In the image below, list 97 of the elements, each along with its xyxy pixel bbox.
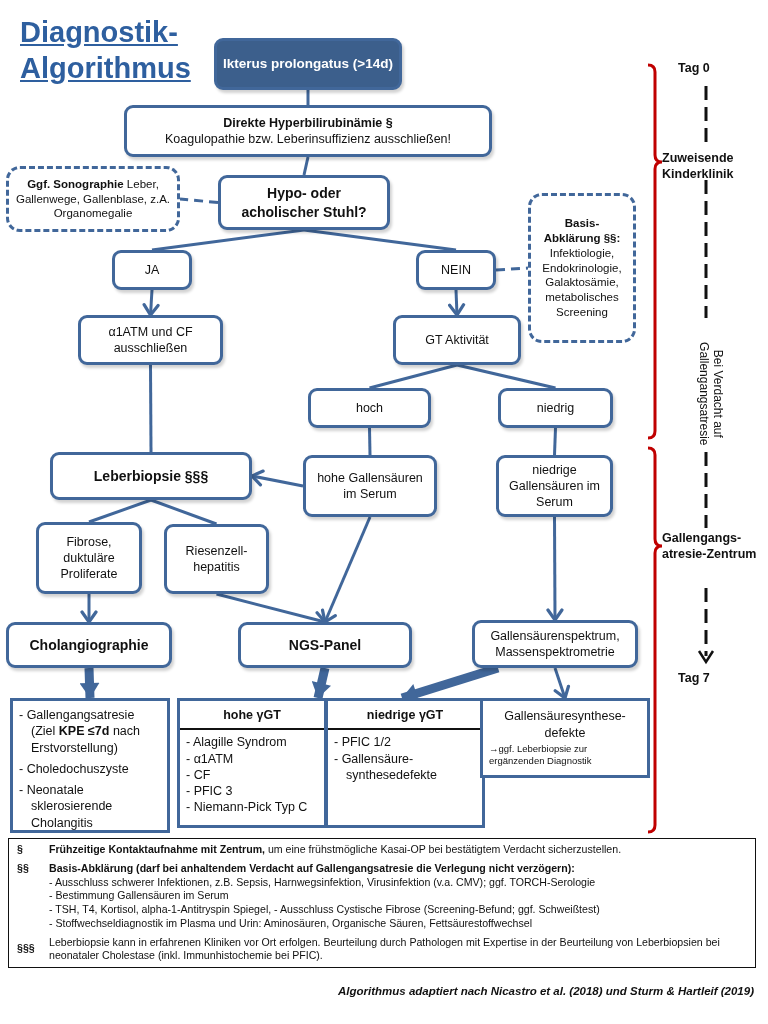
note-text: →ggf. Leberbiopsie zur ergänzenden Diagnostik (489, 742, 593, 768)
node-label: Ikterus prolongatus (>14d) (223, 55, 393, 73)
footnote-text: - Ausschluss schwerer Infektionen, z.B. Sepsis, Harnwegsinfektion, Virusinfektion (v.a. CMV); ggf. TORCH-Serologie (49, 875, 596, 890)
process-box (78, 315, 223, 365)
node-label: Leberbiopsie §§§ (93, 466, 209, 486)
node-label: Cholangiographie (29, 635, 149, 655)
process-box (112, 250, 192, 290)
connector-line (368, 427, 372, 456)
node-label: NGS-Panel (288, 635, 362, 655)
table-column (325, 698, 485, 828)
arrow (250, 469, 304, 488)
node-label: NEIN (441, 261, 471, 279)
connector-line (88, 498, 152, 524)
connector-line (553, 427, 557, 456)
start-box (214, 38, 402, 90)
arrow (80, 594, 98, 624)
arrow (142, 289, 160, 317)
arrow (448, 289, 466, 317)
connector-line (149, 365, 153, 452)
process-box (218, 175, 390, 230)
list-item: - PFIC 1/2 (334, 734, 392, 751)
footnote-box (8, 838, 756, 969)
node-label: hoch (355, 399, 384, 417)
note-box (6, 166, 180, 232)
node-label: Ggf. Sonographie Leber, Gallenwege, Gallenblase, z.A. Organomegalie (15, 176, 171, 222)
arrow (311, 666, 332, 700)
connector-line (179, 197, 219, 204)
node-label: α1ATM und CF ausschließen (107, 323, 194, 357)
node-label: Basis-Abklärung §§: (542, 215, 622, 246)
footnote-text: Frühzeitige Kontaktaufnahme mit Zentrum, um eine frühstmögliche Kasai-OP bei bestätigtem Verdacht sicherzustellen. (49, 843, 622, 857)
node-label: hohe Gallensäuren im Serum (316, 469, 424, 503)
process-box (496, 455, 613, 517)
timeline-label: Tag 7 (678, 670, 711, 687)
process-box (124, 105, 492, 157)
column-header: hohe γGT (180, 701, 324, 731)
timeline-label: Tag 0 (678, 60, 711, 77)
connector-line (456, 363, 556, 390)
node-label: Koagulopathie bzw. Leberinsuffizienz ausschließen! (164, 131, 452, 148)
node-label: GT Aktivität (425, 331, 489, 349)
node-label: niedrige Gallensäuren im Serum (508, 461, 601, 511)
process-box (393, 315, 521, 365)
arrow (320, 516, 372, 624)
process-box (36, 522, 142, 594)
title: Diagnostik-Algorithmus (20, 15, 192, 87)
node-label: Gallensäurenspektrum, Massenspektrometrie (489, 627, 621, 661)
node-label: niedrig (536, 399, 575, 417)
list-item: - Neonatale sklerosierende Cholangitis (19, 782, 114, 831)
arrow (79, 667, 100, 699)
node-label: Direkte Hyperbilirubinämie § (223, 114, 393, 131)
note-box (528, 193, 636, 343)
node-label: Riesenzell-hepatitis (184, 542, 249, 576)
footnote-text: - TSH, T4, Kortisol, alpha-1-Antitryspin Spiegel, - Ausschluss Cystische Fibrose (Screening-Befund; ggf. Schweißtest) (49, 903, 600, 917)
result-box (480, 698, 650, 778)
list-item: - Gallengangsatresie (Ziel KPE ≤7d nach Erstvorstellung) (19, 707, 141, 756)
footnote-mark: § (17, 843, 23, 857)
footnote-text: Leberbiopsie kann in erfahrenen Kliniken vor Ort erfolgen. Beurteilung durch Pathologen mit Expertise in der Beurteilung von Leberbiopsien bei neonataler Cholestase (inkl. Immunhistochemie bei PFIC). (49, 935, 721, 964)
list-item: - Gallensäure-synthesedefekte (334, 750, 439, 783)
footnote-text: Basis-Abklärung (darf bei anhaltendem Verdacht auf Gallengangsatresie die Verlegung nicht verzögern): (49, 861, 575, 876)
list-item: - Choledochuszyste (19, 760, 130, 777)
list-item: - α1ATM (186, 750, 235, 767)
connector-line (303, 228, 457, 252)
node-label: Infektiologie, Endokrinologie, Galaktosämie, metabolisches Screening (541, 245, 623, 321)
footnote-mark: §§§ (17, 942, 35, 957)
node-label: Gallensäuresynthese-defekte (503, 708, 627, 741)
process-box (50, 452, 252, 500)
process-box (238, 622, 412, 668)
process-box (303, 455, 437, 517)
process-box (472, 620, 638, 668)
arrow (546, 517, 564, 622)
connector-line (306, 90, 310, 105)
node-label: Fibrose, duktuläre Proliferate (59, 533, 119, 583)
table-column (177, 698, 327, 828)
footnote-mark: §§ (17, 861, 29, 876)
connector-line (302, 156, 310, 176)
result-box (10, 698, 170, 833)
rotated-label: Bei Verdacht auf Gallengangsatresie (696, 341, 724, 448)
list-item: - CF (186, 766, 212, 783)
connector-line (150, 498, 217, 526)
timeline-label: Gallengangs-atresie-Zentrum (662, 530, 758, 563)
connector-line (369, 363, 458, 390)
node-label: JA (144, 261, 160, 279)
process-box (498, 388, 613, 428)
timeline-label: Zuweisende Kinderklinik (662, 150, 735, 183)
footnote-text: - Stoffwechseldiagnostik im Plasma und Urin: Aminosäuren, Organische Säuren, Fettsäurestoffwechsel (49, 916, 533, 931)
process-box (416, 250, 496, 290)
arrow (553, 667, 571, 700)
caption: Algorithmus adaptiert nach Nicastro et al. (2018) und Sturm & Hartleif (2019) (338, 985, 754, 997)
process-box (308, 388, 431, 428)
list-item: - Alagille Syndrom (186, 734, 288, 751)
process-box (6, 622, 172, 668)
list-item: - PFIC 3 (186, 783, 234, 800)
node-label: Hypo- oder acholischer Stuhl? (240, 184, 368, 221)
connector-line (151, 228, 305, 252)
list-item: - Niemann-Pick Typ C (186, 799, 309, 816)
connector-line (495, 266, 529, 272)
footnote-text: - Bestimmung Gallensäuren im Serum (49, 889, 229, 904)
process-box (164, 524, 269, 594)
